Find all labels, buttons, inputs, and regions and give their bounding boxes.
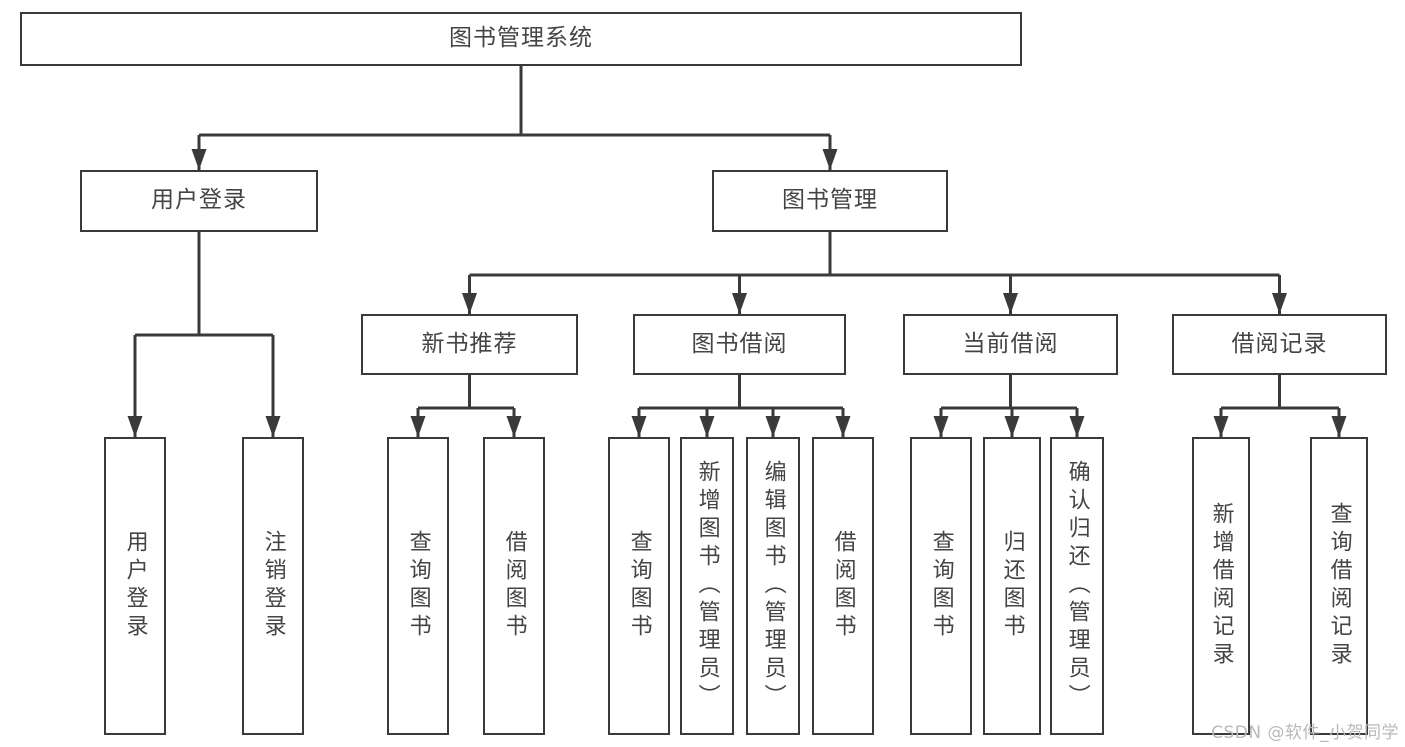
node-label: 新书推荐 — [421, 330, 518, 357]
node-leaf-borrow-book-2[interactable]: 借阅图书 — [812, 437, 874, 735]
arrowhead-icon — [1213, 416, 1229, 437]
node-label: 借阅图书 — [501, 530, 527, 642]
node-borrow-record[interactable]: 借阅记录 — [1172, 314, 1387, 375]
node-label: 查询图书 — [928, 530, 954, 642]
arrowhead-icon — [410, 416, 426, 437]
arrowhead-icon — [1069, 416, 1085, 437]
watermark-label: CSDN @软件_小贺同学 — [1211, 723, 1399, 743]
node-label: 编辑图书（管理员） — [760, 460, 786, 712]
node-leaf-user-logout[interactable]: 注销登录 — [242, 437, 304, 735]
node-leaf-add-book[interactable]: 新增图书（管理员） — [680, 437, 734, 735]
arrowhead-icon — [191, 149, 207, 170]
arrowhead-icon — [699, 416, 715, 437]
node-label: 用户登录 — [151, 187, 247, 214]
node-leaf-confirm-return[interactable]: 确认归还（管理员） — [1050, 437, 1104, 735]
node-leaf-query-record[interactable]: 查询借阅记录 — [1310, 437, 1368, 735]
arrowhead-icon — [1004, 416, 1020, 437]
node-label: 归还图书 — [999, 530, 1025, 642]
node-leaf-borrow-book-1[interactable]: 借阅图书 — [483, 437, 545, 735]
node-label: 用户登录 — [122, 530, 148, 642]
node-label: 查询图书 — [626, 530, 652, 642]
arrowhead-icon — [1272, 293, 1287, 314]
node-label: 图书借阅 — [691, 330, 788, 357]
node-current-borrow[interactable]: 当前借阅 — [903, 314, 1118, 375]
node-label: 图书管理系统 — [449, 25, 593, 52]
arrowhead-icon — [1331, 416, 1347, 437]
node-label: 注销登录 — [260, 530, 286, 642]
node-label: 借阅记录 — [1231, 330, 1328, 357]
node-root[interactable]: 图书管理系统 — [20, 12, 1022, 66]
node-leaf-edit-book[interactable]: 编辑图书（管理员） — [746, 437, 800, 735]
arrowhead-icon — [506, 416, 522, 437]
arrowhead-icon — [822, 149, 838, 170]
node-label: 新增借阅记录 — [1208, 502, 1234, 670]
node-leaf-query-book-3[interactable]: 查询图书 — [910, 437, 972, 735]
arrowhead-icon — [933, 416, 949, 437]
node-label: 查询借阅记录 — [1326, 502, 1352, 670]
node-leaf-add-record[interactable]: 新增借阅记录 — [1192, 437, 1250, 735]
arrowhead-icon — [631, 416, 647, 437]
node-new-book-rec[interactable]: 新书推荐 — [361, 314, 578, 375]
node-label: 图书管理 — [782, 187, 878, 214]
node-leaf-query-book-1[interactable]: 查询图书 — [387, 437, 449, 735]
node-label: 当前借阅 — [962, 330, 1059, 357]
arrowhead-icon — [765, 416, 781, 437]
arrowhead-icon — [732, 293, 747, 314]
node-label: 借阅图书 — [830, 530, 856, 642]
node-label: 查询图书 — [405, 530, 431, 642]
node-book-manage[interactable]: 图书管理 — [712, 170, 948, 232]
arrowhead-icon — [462, 293, 477, 314]
node-leaf-user-login[interactable]: 用户登录 — [104, 437, 166, 735]
arrowhead-icon — [835, 416, 851, 437]
node-leaf-return-book[interactable]: 归还图书 — [983, 437, 1041, 735]
arrowhead-icon — [1003, 293, 1018, 314]
node-label: 确认归还（管理员） — [1064, 460, 1090, 712]
node-user-login[interactable]: 用户登录 — [80, 170, 318, 232]
node-label: 新增图书（管理员） — [694, 460, 720, 712]
arrowhead-icon — [265, 416, 281, 437]
node-leaf-query-book-2[interactable]: 查询图书 — [608, 437, 670, 735]
arrowhead-icon — [127, 416, 143, 437]
node-book-borrow[interactable]: 图书借阅 — [633, 314, 846, 375]
